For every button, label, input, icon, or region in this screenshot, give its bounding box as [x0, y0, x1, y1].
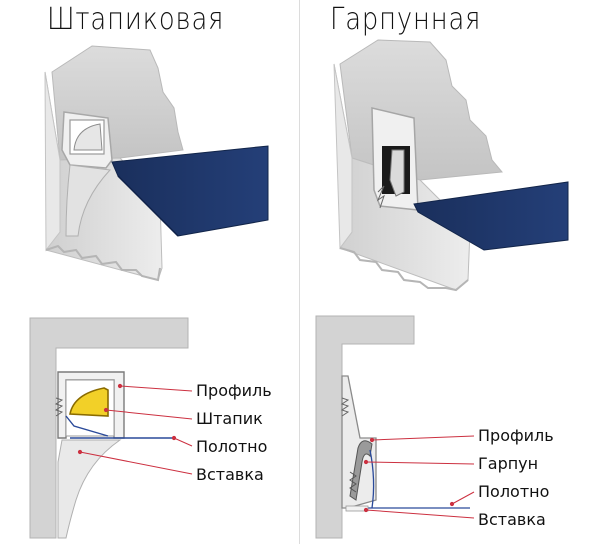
label-insert-left: Вставка [196, 465, 264, 484]
label-profile-right: Профиль [478, 426, 554, 445]
title-shtapik-system: Штапиковая [47, 2, 225, 37]
wall-front-face [44, 71, 61, 252]
wall-front-face-right [333, 63, 353, 250]
label-profile-left: Профиль [196, 381, 272, 400]
shtapik-section [69, 387, 109, 417]
annotation-leaders-left [77, 383, 193, 475]
harpoon-profile-section [341, 375, 377, 509]
harpoon-3d-illustration [333, 39, 569, 292]
wall-ceiling-section [29, 317, 189, 539]
annotation-leaders-right [363, 435, 475, 519]
harpoon-hook [389, 149, 405, 197]
canvas-section-line [65, 415, 109, 437]
shtapik-insert [73, 123, 103, 151]
section-divider [299, 0, 300, 544]
harpoon-section [349, 440, 373, 501]
label-canvas-right: Полотно [478, 482, 550, 501]
wall-ceiling-section-right [315, 315, 415, 539]
wall-broken-edge-right [339, 247, 469, 292]
decorative-insert [65, 164, 112, 237]
title-harpoon-system: Гарпунная [330, 2, 482, 37]
insert-section-right [345, 505, 369, 512]
label-shtapik: Штапик [196, 409, 263, 428]
canvas-section-line-right [369, 449, 375, 509]
label-canvas-left: Полотно [196, 437, 268, 456]
label-insert-right: Вставка [478, 510, 546, 529]
shtapik-3d-illustration [44, 45, 269, 282]
harpoon-cross-section [315, 315, 475, 539]
stretch-canvas-3d [111, 145, 269, 237]
stretch-canvas-3d-right [413, 181, 569, 251]
insert-section [57, 439, 122, 539]
wall-broken-edge [45, 244, 161, 282]
shtapik-cross-section [29, 317, 193, 539]
label-harpoon: Гарпун [478, 454, 539, 473]
ceiling-slab-right [339, 39, 503, 181]
